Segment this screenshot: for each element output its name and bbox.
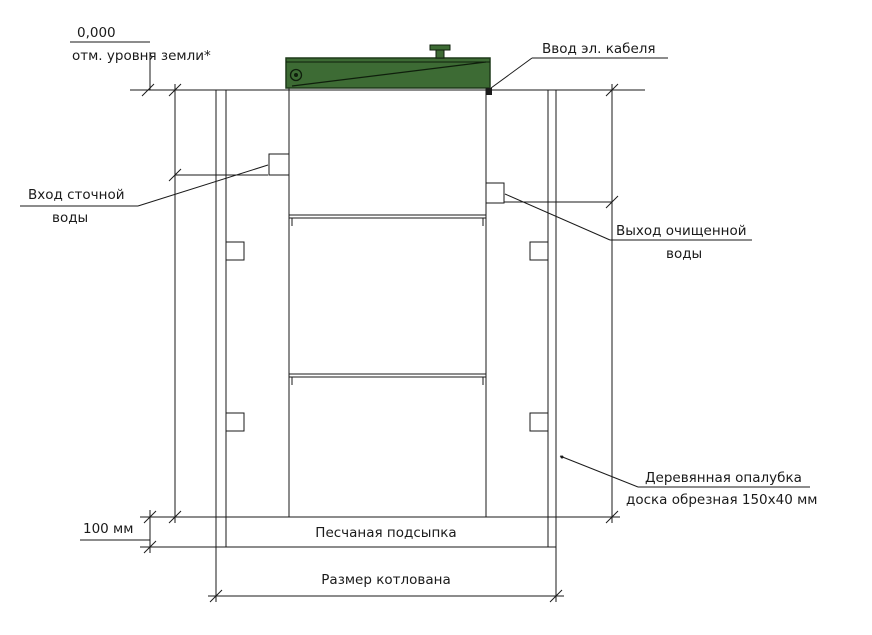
dim-pit-tick-left [209, 589, 223, 603]
formwork-spacer-right-upper [529, 241, 549, 261]
inlet-label-line2: воды [52, 210, 88, 226]
cable-entry-box [486, 88, 492, 95]
dim-sand-tick-bottom [143, 540, 157, 554]
inlet-pipe [268, 153, 290, 176]
formwork-label-line1: Деревянная опалубка [645, 470, 802, 486]
formwork-spacer-left-upper [225, 241, 245, 261]
dim-sand-tick-top [143, 510, 157, 524]
outlet-label-line1: Выход очищенной [616, 223, 747, 239]
lid-diagonal [291, 61, 487, 87]
formwork-leader [559, 455, 639, 488]
bolt-icon [289, 68, 303, 82]
formwork-spacer-left-lower [225, 412, 245, 432]
dim-pit-tick-right [549, 589, 563, 603]
inlet-leader [137, 164, 269, 207]
sand-bedding-label: Песчаная подсыпка [315, 525, 456, 541]
dim-left-tick-mid [168, 168, 182, 182]
ground-tick-left [141, 83, 155, 97]
dim-right-tick-mid [605, 195, 619, 209]
outlet-label-line2: воды [666, 246, 702, 262]
formwork-label-line2: доска обрезная 150х40 мм [626, 492, 817, 508]
handle-icon [429, 44, 451, 59]
pit-size-label: Размер котлована [321, 572, 450, 588]
ground-level-note: отм. уровня земли* [72, 48, 211, 64]
dim-right-tick-bottom [605, 510, 619, 524]
formwork-spacer-right-lower [529, 412, 549, 432]
ground-level-value: 0,000 [77, 25, 116, 41]
outlet-pipe [485, 182, 505, 204]
cable-entry-label: Ввод эл. кабеля [542, 41, 656, 57]
dim-sand-label: 100 мм [83, 521, 133, 537]
formwork-leader-dot [560, 455, 564, 459]
inlet-label-line1: Вход сточной [28, 187, 125, 203]
dim-left-tick-top [168, 83, 182, 97]
cable-entry-leader [490, 57, 533, 89]
outlet-leader [504, 193, 611, 241]
